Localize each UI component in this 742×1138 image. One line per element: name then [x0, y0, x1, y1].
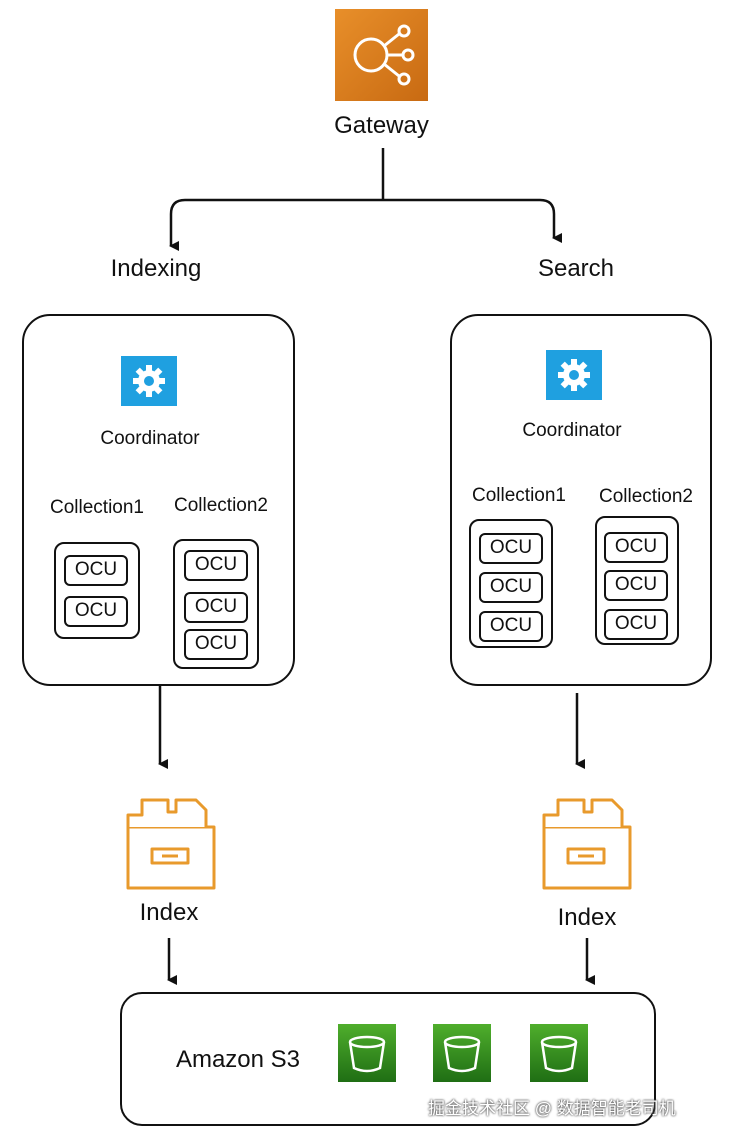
ocu-node: OCU	[604, 570, 668, 601]
search-coordinator-label: Coordinator	[522, 420, 622, 441]
search-index-label: Index	[557, 904, 617, 931]
ocu-node: OCU	[184, 629, 248, 660]
ocu-node: OCU	[479, 533, 543, 564]
amazon-s3-label: Amazon S3	[175, 1046, 301, 1073]
watermark-text: 掘金技术社区 @ 数据智能老司机	[428, 1099, 676, 1118]
indexing-label: Indexing	[110, 255, 202, 282]
indexing-index-label: Index	[139, 899, 199, 926]
s3-bucket-icon	[433, 1024, 491, 1082]
ocu-node: OCU	[64, 596, 128, 627]
ocu-node: OCU	[604, 532, 668, 563]
ocu-node: OCU	[479, 611, 543, 642]
arrow-to-search	[383, 198, 562, 243]
gateway-icon	[335, 9, 428, 101]
coordinator-gear-icon	[546, 350, 602, 400]
ocu-node: OCU	[184, 550, 248, 581]
indexing-coordinator-label: Coordinator	[100, 428, 200, 449]
elb-icon	[353, 24, 415, 86]
ocu-node: OCU	[184, 592, 248, 623]
gateway-label: Gateway	[334, 112, 429, 139]
search-collection1-label: Collection1	[472, 485, 566, 506]
s3-bucket-icon	[530, 1024, 588, 1082]
search-label: Search	[537, 255, 615, 282]
ocu-node: OCU	[604, 609, 668, 640]
s3-bucket-icon	[338, 1024, 396, 1082]
arrow-to-indexing	[169, 198, 383, 251]
indexing-collection2-label: Collection2	[174, 495, 268, 516]
search-collection2-label: Collection2	[599, 486, 693, 507]
ocu-node: OCU	[64, 555, 128, 586]
ocu-node: OCU	[479, 572, 543, 603]
indexing-collection1-label: Collection1	[50, 497, 144, 518]
coordinator-gear-icon	[121, 356, 177, 406]
